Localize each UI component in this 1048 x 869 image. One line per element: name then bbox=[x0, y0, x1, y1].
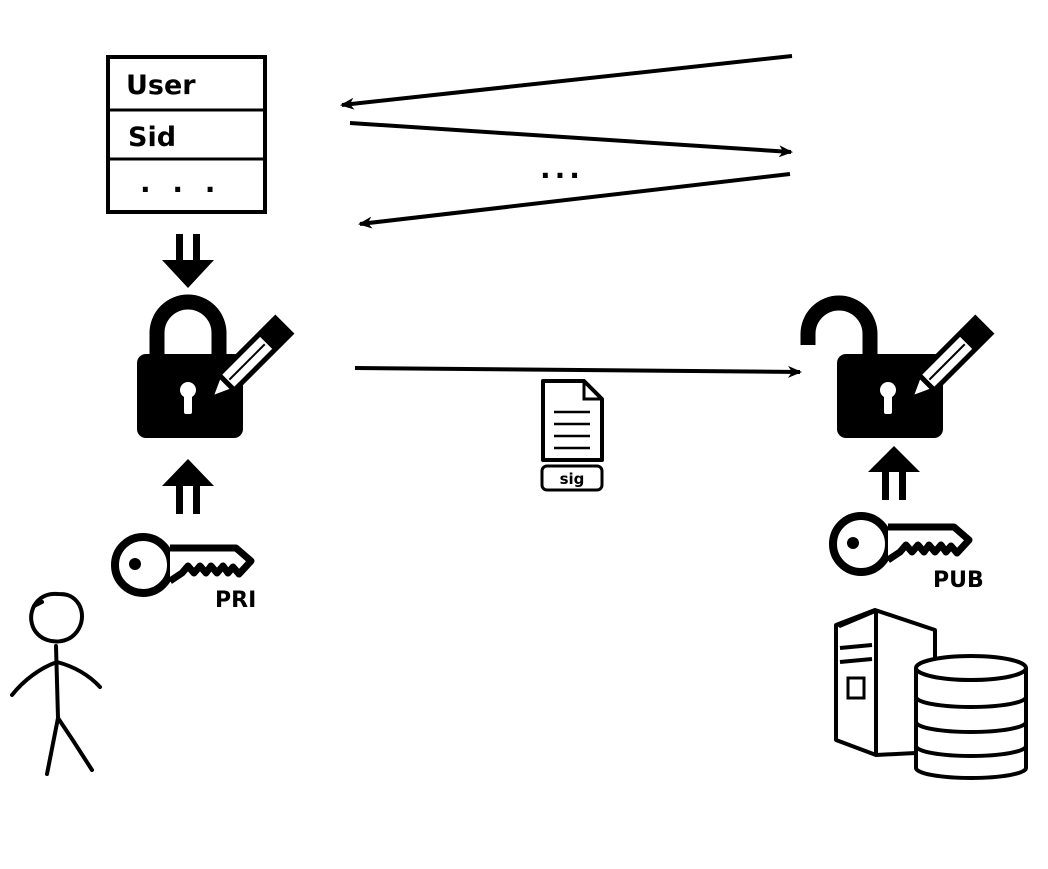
arrow-response-1 bbox=[340, 54, 793, 110]
lock-pen-icon bbox=[137, 294, 295, 438]
up-double-arrow-right bbox=[868, 446, 920, 500]
private-key-label: PRI bbox=[215, 588, 256, 613]
up-double-arrow-left bbox=[162, 459, 214, 514]
session-table: User Sid . . . bbox=[106, 55, 267, 214]
table-row-more: . . . bbox=[140, 166, 221, 199]
document-icon bbox=[541, 379, 604, 462]
middle-ellipsis: ... bbox=[540, 152, 584, 185]
private-key: PRI bbox=[111, 533, 256, 613]
table-row-user: User bbox=[126, 70, 196, 101]
message-arrows: ... bbox=[340, 54, 793, 229]
document-label: sig bbox=[560, 470, 585, 488]
arrow-signature bbox=[354, 365, 802, 378]
signature-document: sig bbox=[540, 379, 604, 492]
public-key: PUB bbox=[829, 512, 984, 593]
database-icon bbox=[914, 654, 1028, 780]
pen-icon bbox=[207, 314, 295, 402]
unlock-pen-icon bbox=[800, 295, 995, 438]
table-row-sid: Sid bbox=[128, 122, 176, 153]
key-icon bbox=[829, 512, 973, 576]
pen-icon bbox=[907, 314, 995, 402]
key-icon bbox=[111, 533, 255, 597]
stick-figure-icon bbox=[10, 591, 102, 776]
down-double-arrow bbox=[162, 234, 214, 288]
arrow-request bbox=[349, 121, 793, 158]
public-key-label: PUB bbox=[933, 568, 984, 593]
arrow-response-2 bbox=[358, 172, 791, 229]
server-icon bbox=[834, 608, 937, 757]
